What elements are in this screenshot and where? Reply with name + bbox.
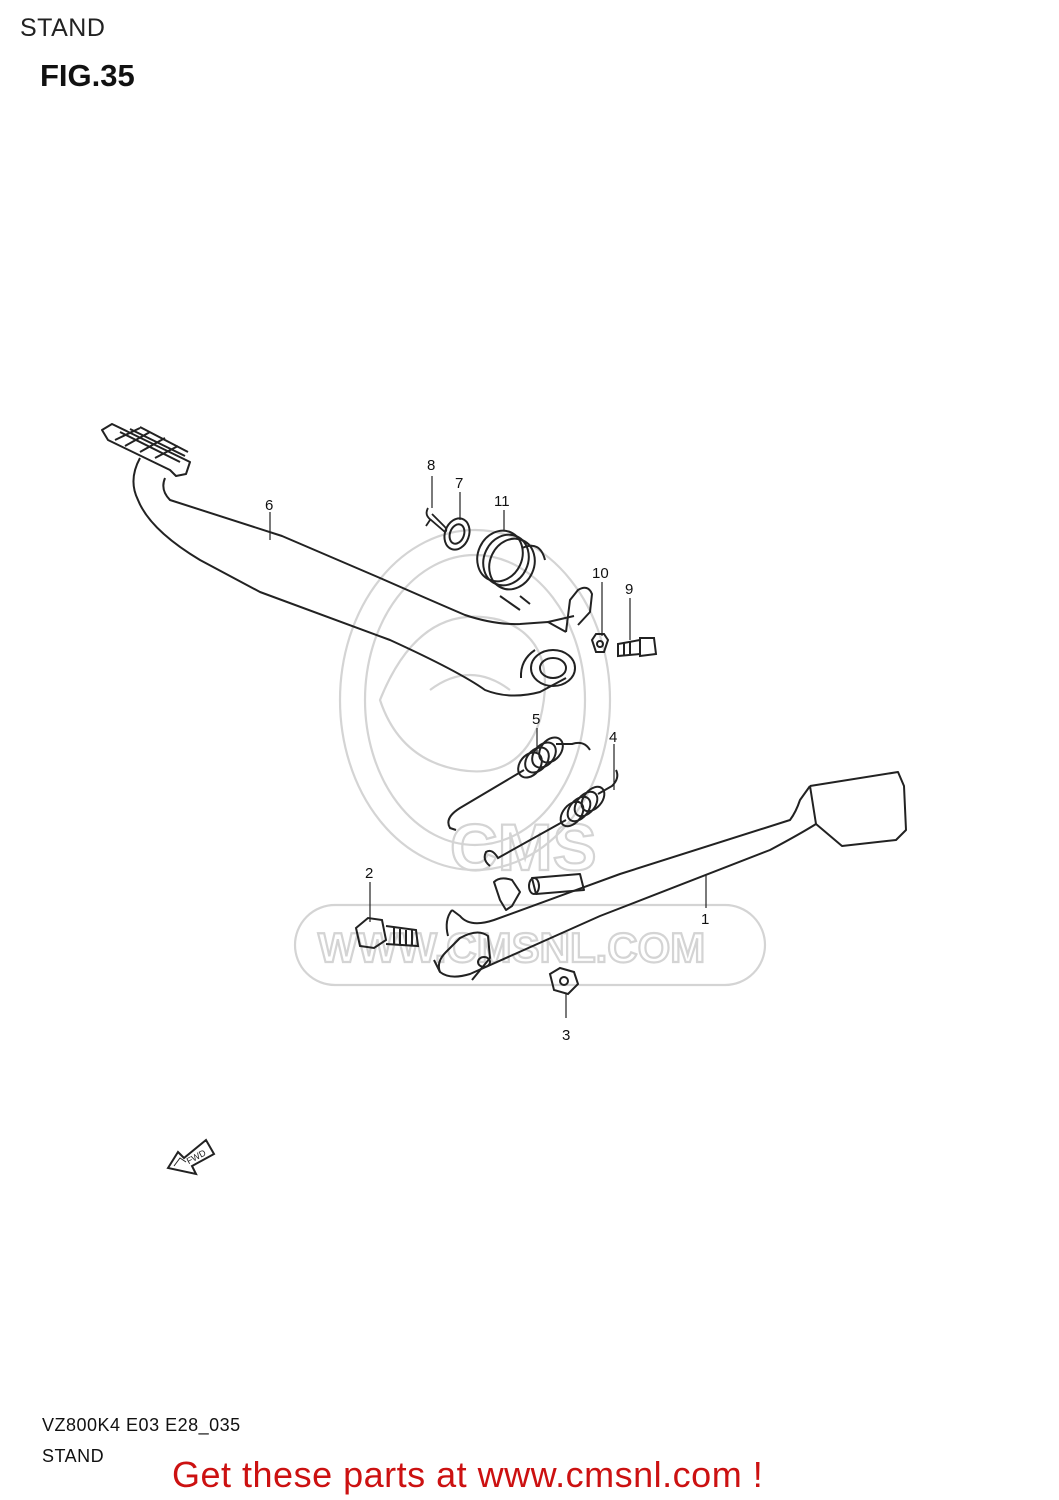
diagram-caption: STAND: [42, 1446, 105, 1466]
bolt-9: [617, 637, 658, 658]
promo-link[interactable]: Get these parts at www.cmsnl.com !: [172, 1454, 764, 1495]
callout-numbers: 1 2 3 4 5 6 7 8 9 10 11: [265, 457, 709, 1044]
figure-number: FIG.35: [40, 58, 135, 93]
fwd-arrow: FWD: [166, 1138, 216, 1176]
cotter-pin: [425, 507, 448, 534]
callout-9: 9: [625, 581, 633, 598]
callout-2: 2: [365, 865, 373, 882]
callout-8: 8: [427, 457, 435, 474]
diagram-code: VZ800K4 E03 E28_035: [42, 1415, 241, 1435]
callout-4: 4: [609, 729, 617, 746]
side-stand: [433, 771, 907, 981]
watermark-site: WWW.CMSNL.COM: [318, 924, 705, 971]
callout-7: 7: [455, 475, 463, 492]
callout-6: 6: [265, 497, 273, 514]
callout-11: 11: [494, 493, 510, 510]
spring-4: [483, 769, 619, 867]
spring-5: [447, 736, 591, 831]
callout-10: 10: [592, 565, 609, 582]
nut-10: [590, 633, 610, 653]
brake-pedal: [101, 423, 593, 697]
nut-3: [548, 966, 580, 996]
callout-3: 3: [562, 1027, 570, 1044]
section-title: STAND: [20, 14, 106, 42]
callout-5: 5: [532, 711, 540, 728]
washer: [443, 517, 471, 551]
pivot-bolt: [354, 916, 420, 950]
watermark: CMS WWW.CMSNL.COM: [293, 528, 767, 987]
leader-lines: [269, 476, 707, 1018]
return-spring: [476, 529, 546, 591]
callout-1: 1: [701, 911, 709, 928]
